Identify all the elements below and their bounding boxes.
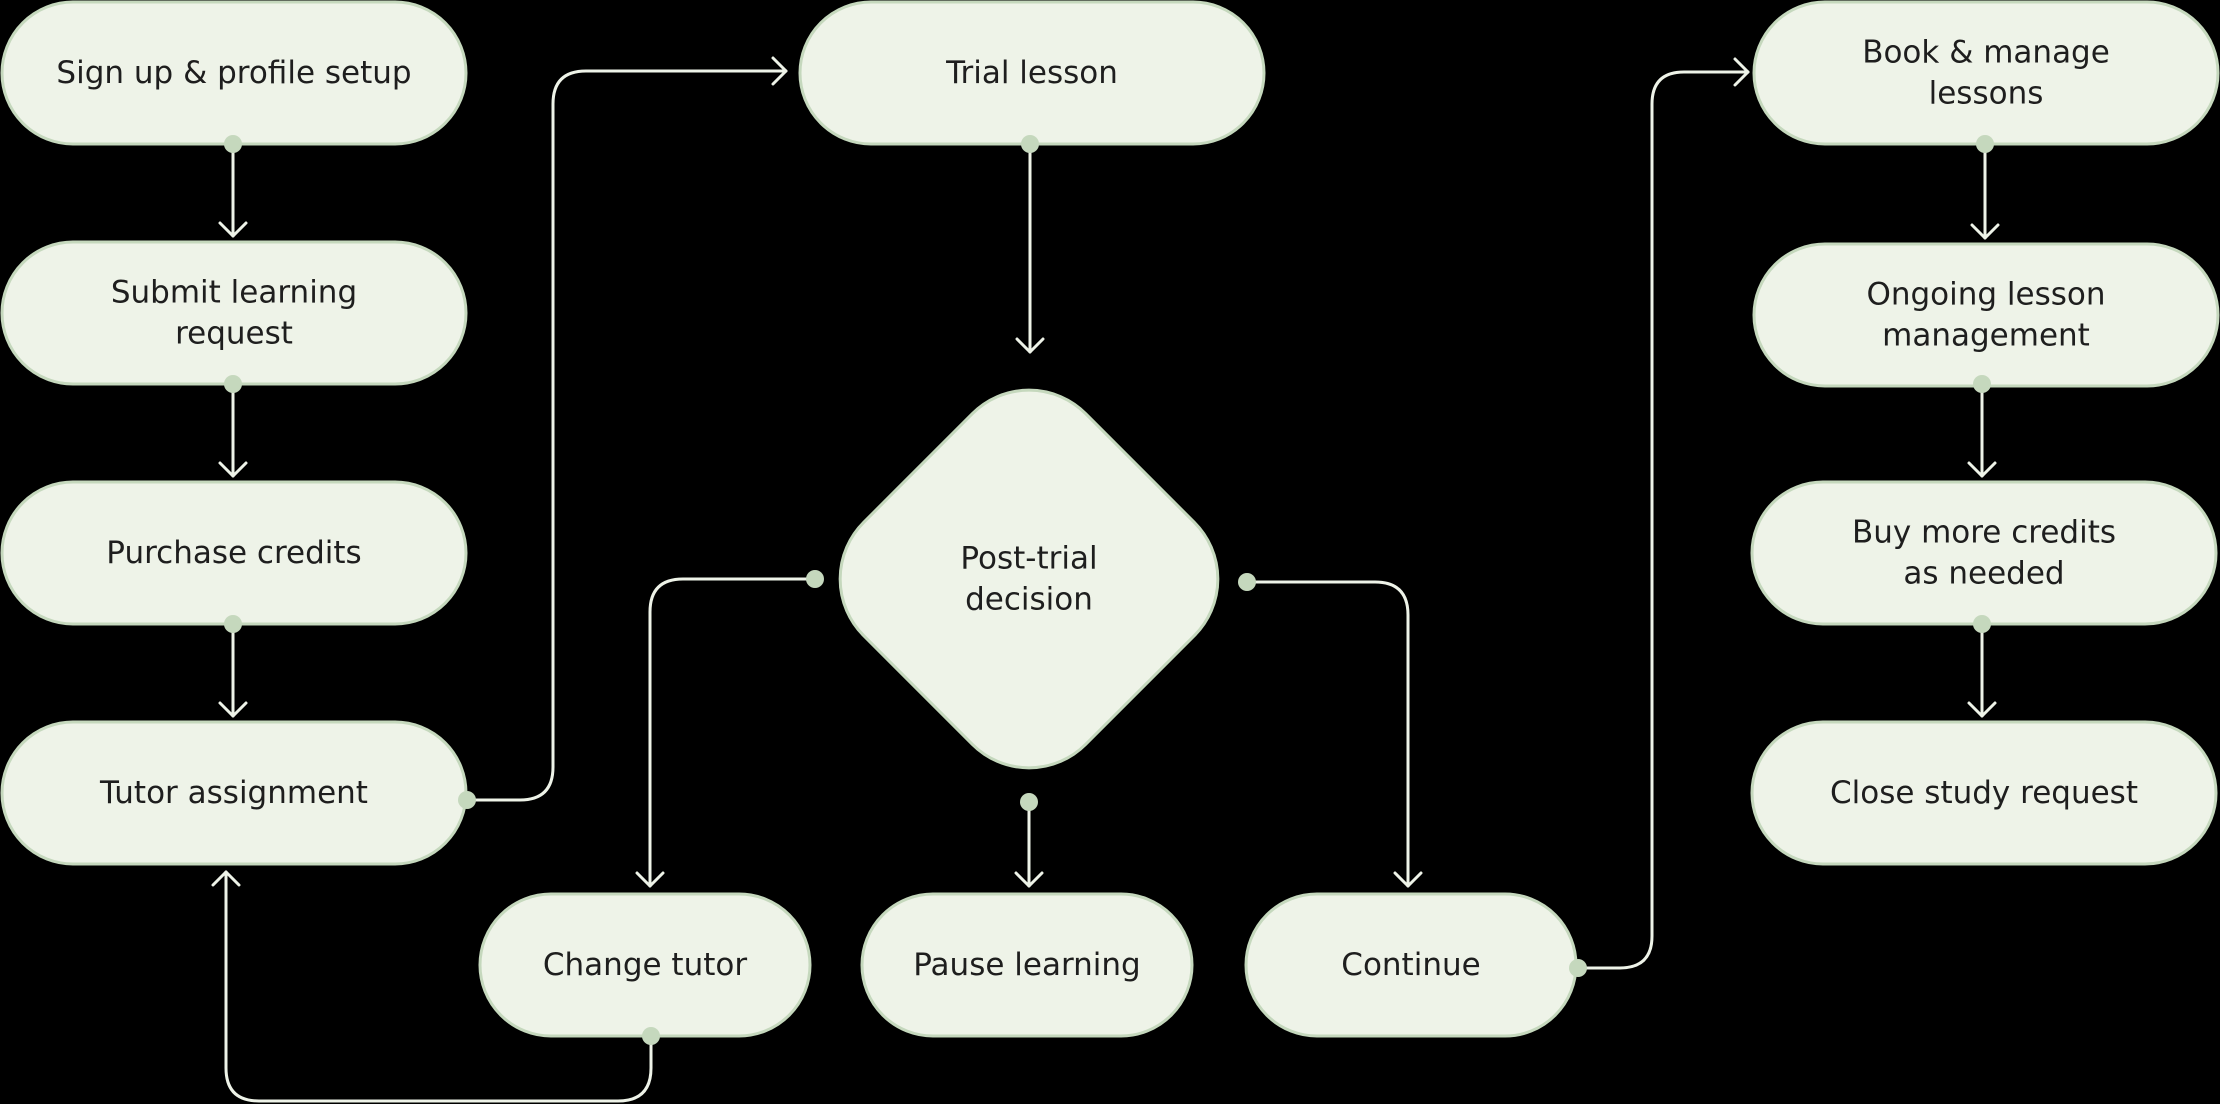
node-label: Post-trial [960,541,1097,577]
connector-ports [224,135,1994,1045]
node-submit[interactable]: Submit learning request [0,240,468,386]
node-purchase[interactable]: Purchase credits [0,480,468,626]
node-trial[interactable]: Trial lesson [798,0,1266,146]
connector-port [1973,615,1991,633]
connector-port [1973,375,1991,393]
node-pill [1750,480,2218,626]
node-label: Continue [1341,947,1480,983]
connector-port [1976,135,1994,153]
node-label: Trial lesson [945,55,1118,91]
connector-port [1021,135,1039,153]
node-label: Buy more credits [1852,515,2116,551]
node-ongoing[interactable]: Ongoing lesson management [1752,242,2220,388]
edge-signup-to-submit [218,143,248,238]
connector-port [224,135,242,153]
connector-line [466,69,788,802]
node-book[interactable]: Book & manage lessons [1752,0,2220,146]
node-pill [1752,242,2220,388]
arrowhead-icon [635,871,665,888]
connector-line [1576,70,1750,970]
connector-port [224,615,242,633]
connector-line [1245,580,1410,888]
connector-port [1238,573,1256,591]
arrowhead-icon [218,461,248,478]
node-decision[interactable]: Post-trial decision [807,357,1251,801]
node-label: Close study request [1830,775,2138,811]
arrowhead-icon [211,870,241,887]
connector-port [1020,793,1038,811]
edge-decision-to-change [635,577,817,888]
edge-trial-to-decision [1015,144,1045,354]
edge-purchase-to-tutor [218,623,248,718]
node-label: Ongoing lesson [1866,277,2105,313]
connector-port [1569,959,1587,977]
connector-port [806,570,824,588]
node-signup[interactable]: Sign up & profile setup [0,0,468,146]
node-label: Submit learning [111,275,357,311]
node-label: Sign up & profile setup [56,55,411,91]
node-label: as needed [1903,556,2064,592]
edge-change-to-tutor [211,870,653,1103]
connector-port [224,375,242,393]
edge-continue-to-book [1576,57,1750,970]
node-pill [1752,0,2220,146]
node-label: lessons [1929,76,2044,112]
connector-port [642,1027,660,1045]
node-close[interactable]: Close study request [1750,720,2218,866]
edge-submit-to-purchase [218,383,248,478]
arrowhead-icon [218,701,248,718]
edge-decision-to-pause [1014,801,1044,888]
connector-port [458,791,476,809]
node-label: Change tutor [543,947,747,983]
node-label: decision [965,582,1093,618]
connector-line [648,577,817,888]
edge-buymore-to-close [1967,622,1997,718]
node-label: Pause learning [913,947,1141,983]
arrowhead-icon [1014,871,1044,888]
node-label: Tutor assignment [99,775,368,811]
arrowhead-icon [1015,337,1045,354]
node-pill [0,240,468,386]
edge-book-to-ongoing [1970,144,2000,240]
node-label: Book & manage [1862,35,2110,71]
node-buymore[interactable]: Buy more credits as needed [1750,480,2218,626]
arrowhead-icon [1967,461,1997,478]
node-change[interactable]: Change tutor [478,892,812,1038]
arrowhead-icon [1970,223,2000,240]
node-pause[interactable]: Pause learning [860,892,1194,1038]
arrowhead-icon [218,221,248,238]
node-pill [1750,720,2218,866]
edge-tutor-to-trial [466,56,788,802]
node-continue[interactable]: Continue [1244,892,1578,1038]
connectors [211,56,2000,1103]
node-label: management [1882,318,2090,354]
arrowhead-icon [771,56,788,86]
node-label: Purchase credits [106,535,361,571]
edge-ongoing-to-buymore [1967,382,1997,478]
decision-diamond [838,388,1220,770]
node-label: request [175,316,293,352]
arrowhead-icon [1733,57,1750,87]
arrowhead-icon [1967,701,1997,718]
node-pill [860,892,1194,1038]
edge-decision-to-continue [1245,580,1423,888]
connector-line [224,870,653,1103]
arrowhead-icon [1393,871,1423,888]
node-tutor[interactable]: Tutor assignment [0,720,468,866]
